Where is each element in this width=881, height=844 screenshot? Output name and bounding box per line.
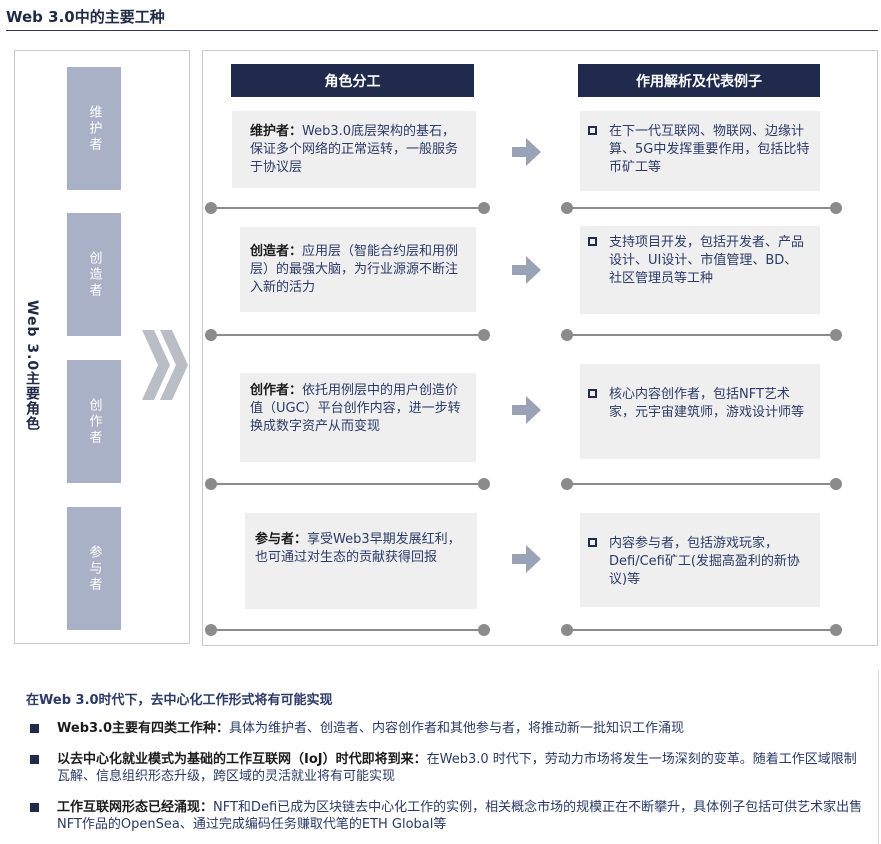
- double-chevron-icon: [142, 330, 188, 400]
- role-desc-box: 创造者：应用层（智能合约层和用例层）的最强大脑，为行业源源不断注入新的活力: [240, 227, 476, 312]
- bullet-square-icon: [30, 755, 39, 764]
- divider-dot: [205, 202, 217, 214]
- row-divider: [567, 334, 837, 336]
- conclusion-bullet: 工作互联网形态已经涌现：NFT和Defi已成为区块链去中心化工作的实例，相关概念…: [30, 799, 868, 833]
- divider-dot: [561, 329, 573, 341]
- divider-dot: [205, 624, 217, 636]
- role-tab-participant: 参与者: [67, 507, 121, 630]
- divider-dot: [830, 329, 842, 341]
- checkbox-icon: [588, 126, 597, 135]
- header-examples: 作用解析及代表例子: [578, 64, 820, 97]
- example-box: 在下一代互联网、物联网、边缘计算、5G中发挥重要作用，包括比特币矿工等: [580, 111, 820, 191]
- header-division: 角色分工: [231, 64, 474, 97]
- row-divider: [211, 334, 485, 336]
- conclusion-bullet: 以去中心化就业模式为基础的工作互联网（IoJ）时代即将到来：在Web3.0 时代…: [30, 751, 868, 785]
- divider-dot: [478, 478, 490, 490]
- checkbox-icon: [588, 389, 597, 398]
- bullet-square-icon: [30, 724, 39, 733]
- row-divider: [211, 629, 485, 631]
- checkbox-icon: [588, 237, 597, 246]
- divider-dot: [830, 478, 842, 490]
- conclusion-bullet: Web3.0主要有四类工作种：具体为维护者、创造者、内容创作者和其他参与者，将推…: [30, 720, 868, 737]
- divider-dot: [478, 624, 490, 636]
- arrow-right-icon: [512, 396, 541, 424]
- side-label: Web 3.0主要角色: [24, 300, 40, 432]
- page-title: Web 3.0中的主要工种: [6, 8, 165, 26]
- title-divider: [6, 30, 878, 31]
- divider-dot: [830, 202, 842, 214]
- section-edge-line: [878, 670, 879, 844]
- example-box: 核心内容创作者，包括NFT艺术家，元宇宙建筑师，游戏设计师等: [580, 364, 820, 459]
- divider-dot: [205, 329, 217, 341]
- role-tab-creator: 创作者: [67, 360, 121, 483]
- divider-dot: [561, 202, 573, 214]
- role-tab-builder: 创造者: [67, 213, 121, 336]
- divider-dot: [478, 202, 490, 214]
- arrow-right-icon: [512, 256, 541, 284]
- checkbox-icon: [588, 538, 597, 547]
- arrow-right-icon: [512, 138, 541, 166]
- divider-dot: [561, 624, 573, 636]
- role-desc-box: 维护者：Web3.0底层架构的基石，保证多个网络的正常运转，一般服务于协议层: [232, 111, 476, 188]
- example-box: 支持项目开发，包括开发者、产品设计、UI设计、市值管理、BD、社区管理员等工种: [580, 226, 820, 314]
- divider-dot: [830, 624, 842, 636]
- divider-dot: [205, 478, 217, 490]
- row-divider: [567, 483, 837, 485]
- arrow-right-icon: [512, 545, 541, 573]
- bullet-square-icon: [30, 803, 39, 812]
- role-tab-maintainer: 维护者: [67, 67, 121, 190]
- divider-dot: [478, 329, 490, 341]
- row-divider: [211, 483, 485, 485]
- row-divider: [211, 207, 485, 209]
- row-divider: [567, 207, 837, 209]
- divider-dot: [561, 478, 573, 490]
- conclusion-title: 在Web 3.0时代下，去中心化工作形式将有可能实现: [26, 693, 333, 708]
- role-desc-box: 创作者：依托用例层中的用户创造价值（UGC）平台创作内容，进一步转换成数字资产从…: [240, 373, 476, 462]
- role-desc-box: 参与者：享受Web3早期发展红利，也可通过对生态的贡献获得回报: [245, 513, 477, 609]
- row-divider: [567, 629, 837, 631]
- example-box: 内容参与者，包括游戏玩家，Defi/Cefi矿工(发掘高盈利的新协议)等: [580, 513, 820, 607]
